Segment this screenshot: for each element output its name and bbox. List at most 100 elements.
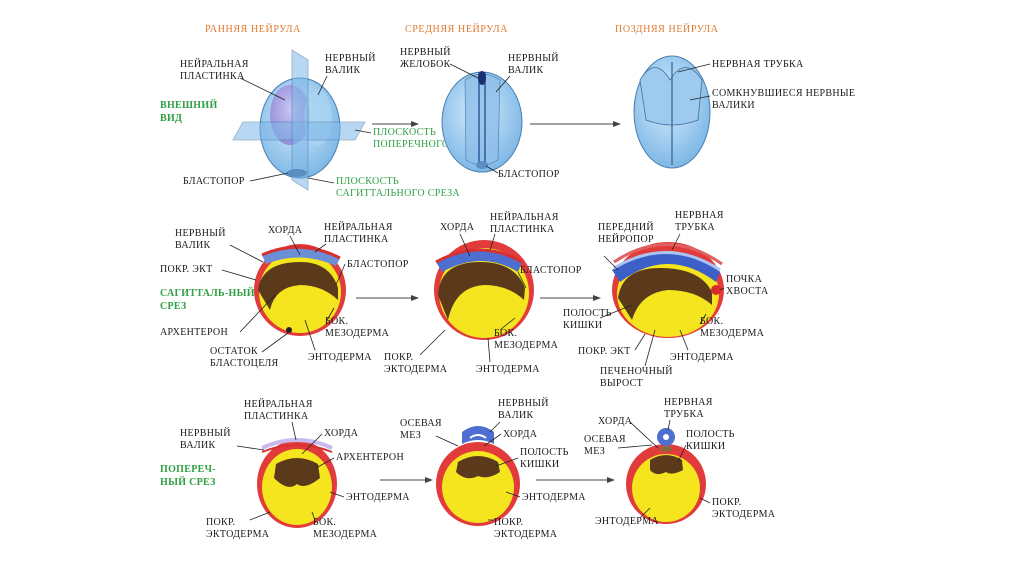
label-ext-neural-plate-1: НЕЙРАЛЬНАЯ [180, 58, 249, 70]
label-tr-axial-mes-2: МЕЗ [400, 430, 421, 441]
label-ext-closed-folds-1: СОМКНУВШИЕСЯ НЕРВНЫЕ [712, 88, 855, 99]
svg-text:ПОПЕРЕЧ-: ПОПЕРЕЧ- [160, 464, 216, 475]
middle-neurula-transverse [436, 426, 520, 526]
label-tr-axial-mes-1: ОСЕВАЯ [400, 418, 442, 429]
label-ext-blastopore-mid: БЛАСТОПОР [498, 169, 560, 180]
late-neurula-transverse [626, 428, 706, 524]
svg-text:СРЕЗ: СРЕЗ [160, 301, 187, 312]
label-sag-lat-mesoderm-late-1: БОК. [700, 316, 723, 327]
label-sag-cover-ectoderm-2: ЭКТОДЕРМА [384, 364, 448, 375]
label-tr-neural-fold-mid-2: ВАЛИК [498, 410, 533, 421]
label-ext-sagittal-plane-2: САГИТТАЛЬНОГО СРЕЗА [336, 188, 460, 199]
label-tr-archenteron: АРХЕНТЕРОН [336, 452, 404, 463]
label-tr-axial-mes-late-1: ОСЕВАЯ [584, 434, 626, 445]
stage-title-early: РАННЯЯ НЕЙРУЛА [205, 23, 301, 35]
label-ext-neural-fold-2: ВАЛИК [325, 65, 360, 76]
label-tr-gut-cavity-mid-2: КИШКИ [520, 459, 559, 470]
stage-title-late: ПОЗДНЯЯ НЕЙРУЛА [615, 23, 719, 35]
label-ext-neural-plate-2: ПЛАСТИНКА [180, 71, 245, 82]
label-tr-gut-cavity-mid-1: ПОЛОСТЬ [520, 447, 569, 458]
label-sag-anterior-neuropore-2: НЕЙРОПОР [598, 233, 654, 245]
label-tr-chord-late: ХОРДА [598, 416, 633, 427]
label-ext-closed-folds-2: ВАЛИКИ [712, 100, 755, 111]
label-sag-neural-plate-mid-2: ПЛАСТИНКА [490, 224, 555, 235]
label-ext-neural-groove-2: ЖЕЛОБОК [400, 59, 451, 70]
label-tr-cover-ectoderm-late-2: ЭКТОДЕРМА [712, 509, 776, 520]
label-tr-axial-mes-late-2: МЕЗ [584, 446, 605, 457]
label-ext-transverse-plane-2: ПОПЕРЕЧНОГО СРЕЗА [373, 139, 485, 150]
label-sag-tail-bud-1: ПОЧКА [726, 274, 763, 285]
middle-neurula-sagittal [434, 240, 534, 340]
label-tr-cover-ectoderm-mid-1: ПОКР. [494, 517, 523, 528]
label-sag-neural-plate-1: НЕЙРАЛЬНАЯ [324, 221, 393, 233]
sagittal-plane [291, 49, 309, 191]
early-neurula-sagittal [254, 244, 346, 336]
label-tr-neural-fold-2: ВАЛИК [180, 440, 215, 451]
label-sag-lat-mesoderm-mid-1: БОК. [494, 328, 517, 339]
svg-text:ВНЕШНИЙ: ВНЕШНИЙ [160, 99, 218, 111]
label-tr-chord-mid: ХОРДА [503, 429, 538, 440]
label-sag-endoderm: ЭНТОДЕРМА [308, 352, 372, 363]
label-sag-blastocoel-1: ОСТАТОК [210, 346, 258, 357]
row-label-sagittal: САГИТТАЛЬ-НЫЙ СРЕЗ [160, 287, 255, 312]
label-sag-lat-mesoderm-2: МЕЗОДЕРМА [325, 328, 390, 339]
label-tr-cover-ectoderm-late-1: ПОКР. [712, 497, 741, 508]
label-sag-neural-plate-mid-1: НЕЙРАЛЬНАЯ [490, 211, 559, 223]
label-tr-neural-tube-late-1: НЕРВНАЯ [664, 397, 713, 408]
label-tr-neural-fold-mid-1: НЕРВНЫЙ [498, 397, 549, 409]
row-label-transverse: ПОПЕРЕЧ- НЫЙ СРЕЗ [160, 464, 216, 488]
early-neurula-transverse [257, 438, 337, 528]
label-tr-cover-ectoderm-mid-2: ЭКТОДЕРМА [494, 529, 558, 540]
label-ext-transverse-plane-1: ПЛОСКОСТЬ [373, 127, 436, 138]
label-tr-neural-plate-2: ПЛАСТИНКА [244, 411, 309, 422]
label-ext-sagittal-plane-1: ПЛОСКОСТЬ [336, 176, 399, 187]
label-ext-neural-fold-mid-2: ВАЛИК [508, 65, 543, 76]
label-ext-neural-tube: НЕРВНАЯ ТРУБКА [712, 59, 804, 70]
svg-text:НЫЙ СРЕЗ: НЫЙ СРЕЗ [160, 476, 216, 488]
label-tr-chord: ХОРДА [324, 428, 359, 439]
label-ext-blastopore: БЛАСТОПОР [183, 176, 245, 187]
late-neurula-sagittal [612, 242, 724, 338]
label-sag-blastopore: БЛАСТОПОР [347, 259, 409, 270]
label-tr-endoderm-late: ЭНТОДЕРМА [595, 516, 659, 527]
middle-neurula-external [441, 71, 523, 173]
svg-text:САГИТТАЛЬ-НЫЙ: САГИТТАЛЬ-НЫЙ [160, 287, 255, 299]
label-sag-neural-tube-1: НЕРВНАЯ [675, 210, 724, 221]
label-ext-neural-fold-mid-1: НЕРВНЫЙ [508, 52, 559, 64]
label-sag-liver-1: ПЕЧЕНОЧНЫЙ [600, 365, 673, 377]
label-tr-lat-mesoderm-1: БОК. [313, 517, 336, 528]
stage-title-middle: СРЕДНЯЯ НЕЙРУЛА [405, 23, 508, 35]
late-neurula-external [633, 55, 711, 169]
label-ext-neural-groove-1: НЕРВНЫЙ [400, 46, 451, 58]
label-tr-neural-plate-1: НЕЙРАЛЬНАЯ [244, 398, 313, 410]
label-sag-cover-ectoderm-1: ПОКР. [384, 352, 413, 363]
label-sag-gut-cavity-2: КИШКИ [563, 320, 602, 331]
row-label-external: ВНЕШНИЙ ВИД [160, 99, 218, 124]
label-sag-neural-plate-2: ПЛАСТИНКА [324, 234, 389, 245]
label-sag-neural-fold-2: ВАЛИК [175, 240, 210, 251]
label-sag-liver-2: ВЫРОСТ [600, 378, 643, 389]
label-sag-lat-mesoderm-1: БОК. [325, 316, 348, 327]
label-tr-neural-fold-1: НЕРВНЫЙ [180, 427, 231, 439]
label-sag-tail-bud-2: ХВОСТА [726, 286, 769, 297]
label-sag-blastopore-mid: БЛАСТОПОР [520, 265, 582, 276]
label-tr-gut-cavity-late-1: ПОЛОСТЬ [686, 429, 735, 440]
label-sag-anterior-neuropore-1: ПЕРЕДНИЙ [598, 221, 654, 233]
label-sag-endoderm-late: ЭНТОДЕРМА [670, 352, 734, 363]
label-sag-chord-mid: ХОРДА [440, 222, 475, 233]
label-sag-cover-ect-late: ПОКР. ЭКТ [578, 346, 631, 357]
label-tr-lat-mesoderm-2: МЕЗОДЕРМА [313, 529, 378, 540]
label-sag-neural-fold-1: НЕРВНЫЙ [175, 227, 226, 239]
label-tr-neural-tube-late-2: ТРУБКА [664, 409, 704, 420]
svg-text:ВИД: ВИД [160, 113, 182, 124]
label-sag-archenteron: АРХЕНТЕРОН [160, 327, 228, 338]
label-tr-cover-ectoderm-2: ЭКТОДЕРМА [206, 529, 270, 540]
label-tr-endoderm: ЭНТОДЕРМА [346, 492, 410, 503]
label-sag-lat-mesoderm-late-2: МЕЗОДЕРМА [700, 328, 765, 339]
label-sag-lat-mesoderm-mid-2: МЕЗОДЕРМА [494, 340, 559, 351]
label-sag-chord: ХОРДА [268, 225, 303, 236]
label-sag-neural-tube-2: ТРУБКА [675, 222, 715, 233]
label-sag-gut-cavity-1: ПОЛОСТЬ [563, 308, 612, 319]
label-sag-endoderm-mid: ЭНТОДЕРМА [476, 364, 540, 375]
